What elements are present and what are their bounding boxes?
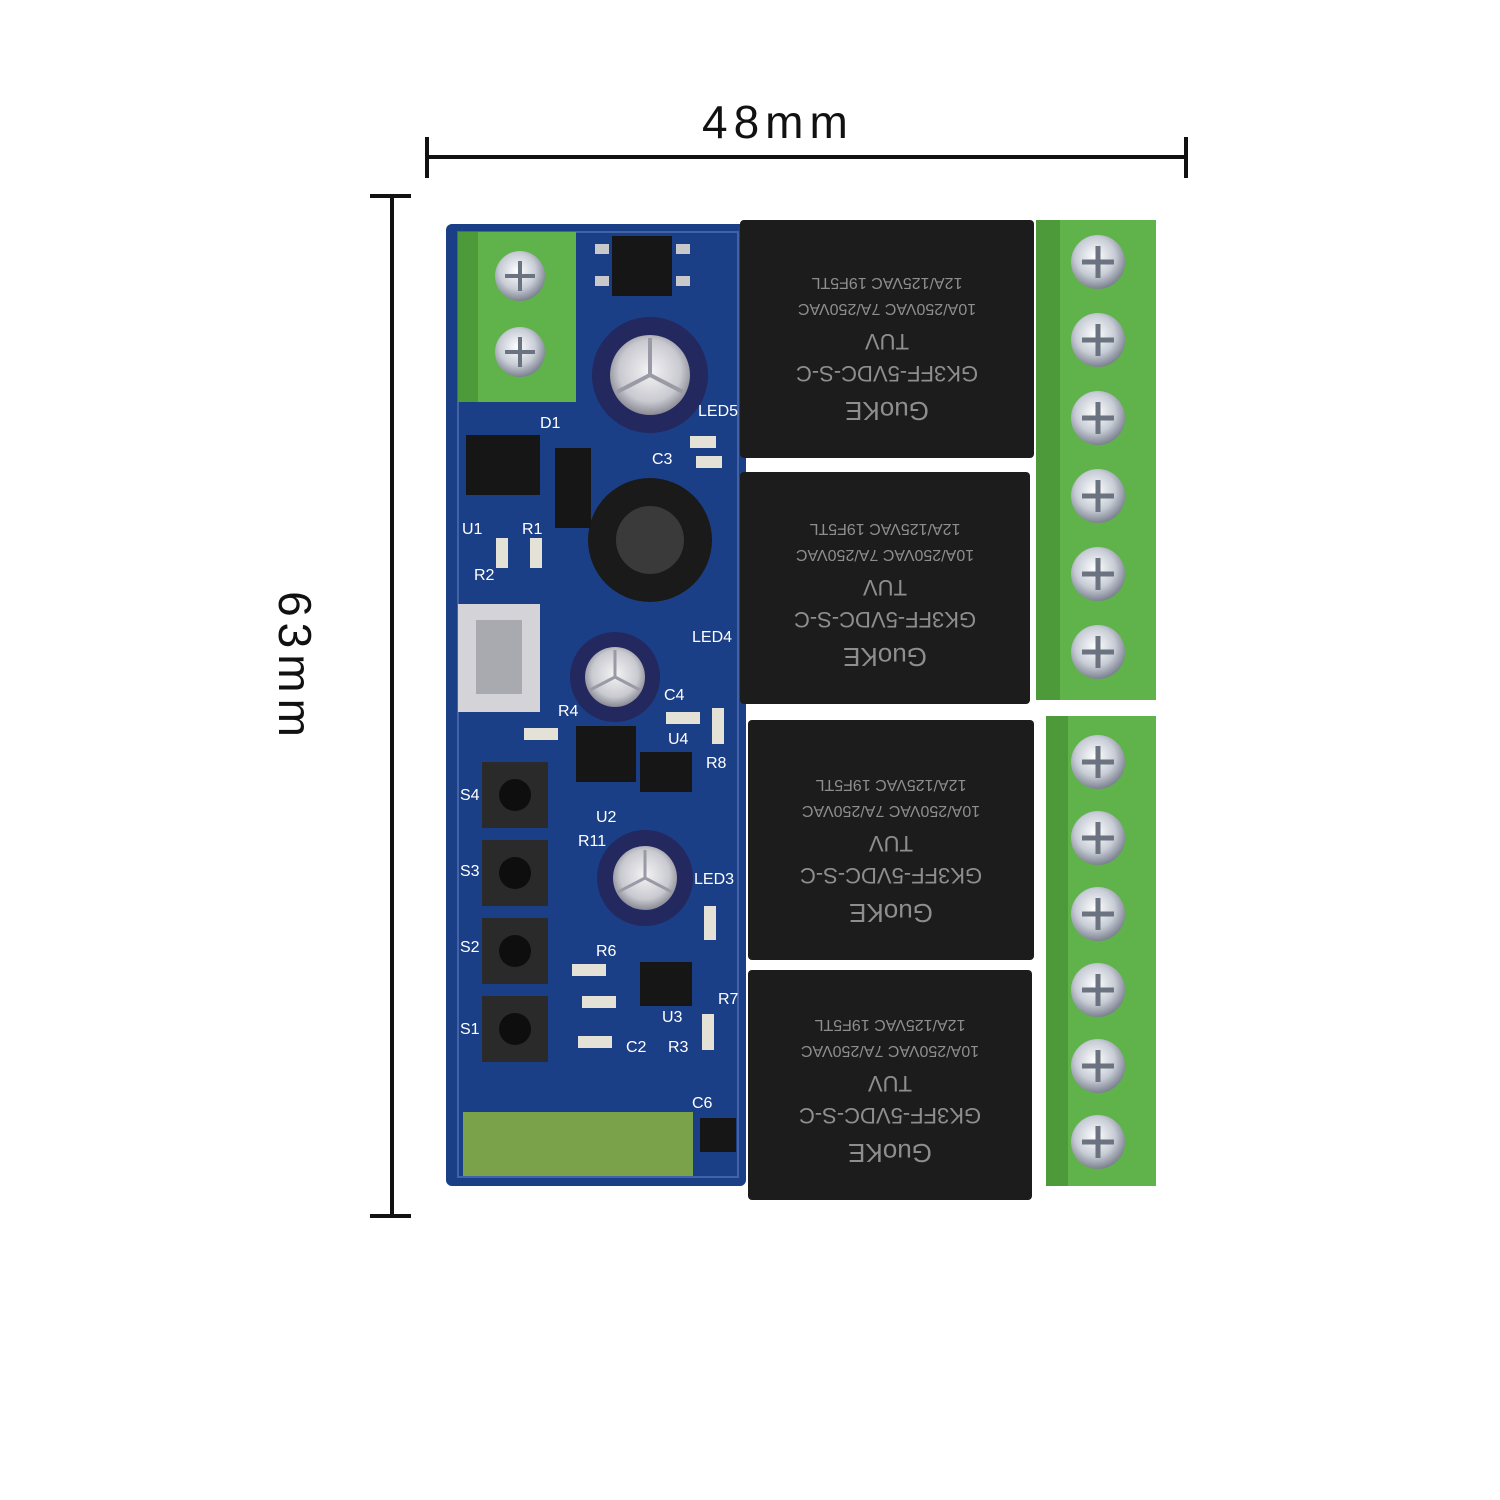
terminal-screw (1071, 1039, 1125, 1093)
relay-1 (740, 220, 1034, 458)
silk-c3: C3 (652, 451, 673, 468)
silk-r7: R7 (718, 991, 739, 1008)
output-terminal-block-lower (1046, 716, 1156, 1186)
relay-3 (748, 720, 1034, 960)
relay-marking: 12A/125VAC 19F5TL (809, 520, 960, 537)
relay-marking: TUV (863, 575, 907, 600)
relay-marking: 10A/250VAC 7A/250VAC (798, 300, 976, 317)
silk-led5: LED5 (698, 403, 738, 420)
relay-marking: GuoKE (848, 1138, 932, 1168)
relay-label-group: GuoKE GK3FF-5VDC-S-C TUV 10A/250VAC 7A/250V… (796, 274, 978, 426)
relay-marking: 12A/125VAC 19F5TL (811, 274, 962, 291)
silk-s3: S3 (460, 863, 480, 880)
silk-u1: U1 (462, 521, 483, 538)
relay-marking: 12A/125VAC 19F5TL (815, 776, 966, 793)
silk-led4: LED4 (692, 629, 732, 646)
relay-2 (740, 472, 1030, 704)
relay-marking: GuoKE (849, 898, 933, 928)
inductor (588, 478, 712, 602)
silk-u3: U3 (662, 1009, 683, 1026)
tact-switch-s1 (482, 996, 548, 1062)
terminal-screw (1071, 469, 1125, 523)
tact-switch-s3 (482, 840, 548, 906)
terminal-screw (1071, 963, 1125, 1017)
width-dimension-label: 48mm (702, 96, 854, 148)
silk-led3: LED3 (694, 871, 734, 888)
silk-s1: S1 (460, 1021, 480, 1038)
relay-label-group: GuoKE GK3FF-5VDC-S-C TUV 10A/250VAC 7A/250V… (800, 776, 982, 928)
power-terminal-block (458, 232, 576, 402)
silk-s4: S4 (460, 787, 480, 804)
relay-marking: 12A/125VAC 19F5TL (814, 1016, 965, 1033)
silk-r2: R2 (474, 567, 495, 584)
silk-c4: C4 (664, 687, 685, 704)
silk-s2: S2 (460, 939, 480, 956)
relay-marking: TUV (868, 1071, 912, 1096)
relay-label-group: GuoKE GK3FF-5VDC-S-C TUV 10A/250VAC 7A/250V… (794, 520, 976, 672)
tact-switch-s2 (482, 918, 548, 984)
micro-usb-port (458, 604, 540, 712)
silk-r3: R3 (668, 1039, 689, 1056)
relay-marking: 10A/250VAC 7A/250VAC (796, 546, 974, 563)
relay-marking: GK3FF-5VDC-S-C (794, 607, 976, 632)
terminal-screw (1071, 1115, 1125, 1169)
terminal-screw (1071, 735, 1125, 789)
relay-marking: GK3FF-5VDC-S-C (799, 1103, 981, 1128)
terminal-screw (1071, 811, 1125, 865)
silk-r6: R6 (596, 943, 617, 960)
relay-marking: GK3FF-5VDC-S-C (796, 361, 978, 386)
silk-c6: C6 (692, 1095, 713, 1112)
silk-r1: R1 (522, 521, 543, 538)
relay-marking: 10A/250VAC 7A/250VAC (802, 802, 980, 819)
relay-4 (748, 970, 1032, 1200)
silk-r11: R11 (578, 833, 606, 850)
silk-c2: C2 (626, 1039, 647, 1056)
relay-marking: TUV (869, 831, 913, 856)
terminal-screw (1071, 313, 1125, 367)
electrolytic-capacitor (597, 830, 693, 926)
relay-label-group: GuoKE GK3FF-5VDC-S-C TUV 10A/250VAC 7A/250V… (799, 1016, 981, 1168)
silk-r8: R8 (706, 755, 727, 772)
tact-switch-s4 (482, 762, 548, 828)
electrolytic-capacitor (570, 632, 660, 722)
terminal-screw (1071, 887, 1125, 941)
terminal-screw (1071, 391, 1125, 445)
electrolytic-capacitor (592, 317, 708, 433)
silk-r4: R4 (558, 703, 579, 720)
silk-d1: D1 (540, 415, 561, 432)
terminal-screw (1071, 547, 1125, 601)
terminal-screw (1071, 235, 1125, 289)
relay-marking: TUV (865, 329, 909, 354)
silk-u2: U2 (596, 809, 617, 826)
relay-marking: GK3FF-5VDC-S-C (800, 863, 982, 888)
relay-marking: 10A/250VAC 7A/250VAC (801, 1042, 979, 1059)
output-terminal-block-upper (1036, 220, 1156, 700)
relay-marking: GuoKE (845, 396, 929, 426)
silk-u4: U4 (668, 731, 689, 748)
wifi-module (463, 1112, 693, 1176)
relay-marking: GuoKE (843, 642, 927, 672)
terminal-screw (1071, 625, 1125, 679)
